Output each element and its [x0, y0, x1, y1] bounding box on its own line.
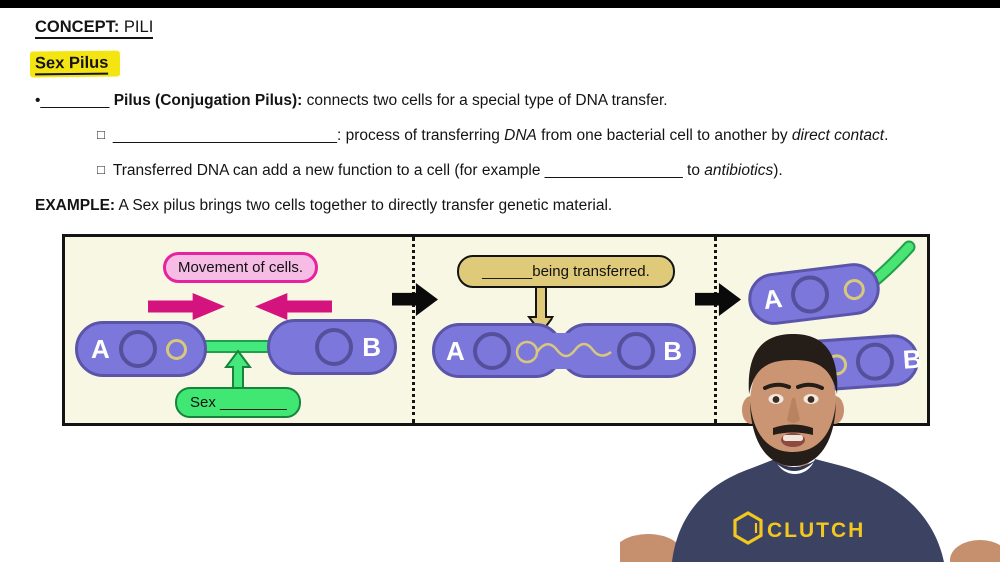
concept-value: PILI	[119, 18, 154, 36]
bullet-main-term: Pilus (Conjugation Pilus):	[109, 92, 307, 109]
example-label: EXAMPLE:	[35, 197, 116, 214]
cell-a-label: A	[91, 334, 110, 364]
junction-notch-top	[552, 313, 570, 331]
plasmid-icon	[165, 338, 187, 360]
instructor-hair	[748, 334, 838, 394]
transfer-callout: ______ being transferred.	[457, 255, 675, 288]
instructor-eyebrow	[796, 382, 824, 390]
plasmid-icon	[842, 277, 866, 301]
cell-b-panel1: B	[267, 319, 397, 375]
section-title-text: Sex Pilus	[34, 53, 109, 76]
square-bullet-icon: □	[97, 162, 105, 177]
cell-b-label: B	[663, 335, 682, 366]
transferring-dna-icon	[515, 340, 612, 364]
sub1-italic-dna: DNA	[504, 127, 537, 144]
cell-junction	[551, 333, 571, 369]
next-step-arrow-icon	[392, 283, 438, 316]
panel-divider-2	[714, 237, 717, 423]
movement-callout: Movement of cells.	[163, 252, 318, 283]
instructor-overlay: CLUTCH	[620, 334, 1000, 562]
transfer-callout-blank: ______	[482, 263, 533, 280]
example-line: EXAMPLE: A Sex pilus brings two cells to…	[35, 197, 612, 215]
transfer-callout-text: being transferred.	[532, 263, 650, 280]
instructor-shirt	[672, 459, 944, 562]
shirt-brand-text: CLUTCH	[767, 519, 865, 542]
clutch-hexagon-logo-icon	[733, 511, 763, 545]
cell-a-panel2: A	[432, 323, 563, 378]
sub2-text-pre: Transferred DNA can add a new function t…	[112, 162, 545, 179]
panel-divider-1	[412, 237, 415, 423]
cell-a-label: A	[446, 335, 465, 366]
concept-label: CONCEPT:	[35, 18, 120, 36]
instructor-right-arm	[950, 540, 1000, 562]
square-bullet-icon: □	[97, 127, 105, 142]
sub2-text-mid: to	[682, 162, 705, 179]
instructor-beard	[750, 402, 836, 466]
highlight-marker: Sex Pilus	[29, 50, 121, 78]
section-title: Sex Pilus	[29, 50, 121, 78]
sub1-italic-contact: direct contact	[791, 127, 885, 144]
fill-blank-sub1: __________________________	[112, 127, 337, 144]
sub1-text-mid: from one bacterial cell to another by	[536, 127, 792, 144]
bullet-dot: •	[35, 92, 41, 109]
cell-a-label: A	[761, 283, 784, 316]
instructor-eyebrow	[763, 382, 791, 390]
instructor-nose	[787, 398, 800, 423]
sex-pilus-callout: Sex ________	[175, 387, 301, 418]
left-arrow-icon	[255, 293, 332, 320]
instructor-left-arm	[620, 534, 684, 562]
cell-a-panel3: A	[745, 260, 883, 328]
bullet-main: •________ Pilus (Conjugation Pilus): con…	[35, 92, 668, 110]
movement-callout-text: Movement of cells.	[177, 259, 304, 276]
instructor-iris	[807, 396, 815, 403]
concept-heading: CONCEPT: PILI	[35, 18, 154, 39]
cell-b-panel2: B	[559, 323, 696, 378]
right-arrow-icon	[148, 293, 225, 320]
cell-a-panel1: A	[75, 321, 207, 377]
instructor-mustache	[773, 424, 813, 435]
sub2-italic-antibiotics: antibiotics	[704, 162, 774, 179]
sub1-text-pre: : process of transferring	[337, 127, 505, 144]
letterbox-bar	[0, 0, 1000, 8]
bullet-sub1: □ __________________________: process of …	[97, 127, 888, 145]
instructor-iris	[772, 396, 780, 403]
up-arrow-icon	[224, 349, 252, 389]
bullet-sub2: □ Transferred DNA can add a new function …	[97, 162, 783, 180]
next-step-arrow-icon	[695, 283, 741, 316]
sex-pilus-callout-text: Sex ________	[190, 394, 287, 411]
bullet-main-definition: connects two cells for a special type of…	[306, 92, 668, 109]
fill-blank-sub2: ________________	[544, 162, 683, 179]
sub1-text-end: .	[884, 127, 889, 144]
fill-blank-main: ________	[40, 92, 110, 109]
sub2-text-end: ).	[773, 162, 783, 179]
instructor-teeth	[783, 435, 803, 441]
nucleoid-icon	[472, 331, 511, 370]
junction-notch-bottom	[552, 372, 570, 390]
nucleoid-icon	[788, 273, 831, 316]
nucleoid-icon	[118, 330, 157, 368]
example-text: A Sex pilus brings two cells together to…	[115, 197, 613, 214]
nucleoid-icon	[315, 328, 354, 366]
nucleoid-icon	[617, 331, 656, 370]
cell-b-label: B	[362, 332, 381, 362]
shirt-collar	[773, 460, 816, 471]
